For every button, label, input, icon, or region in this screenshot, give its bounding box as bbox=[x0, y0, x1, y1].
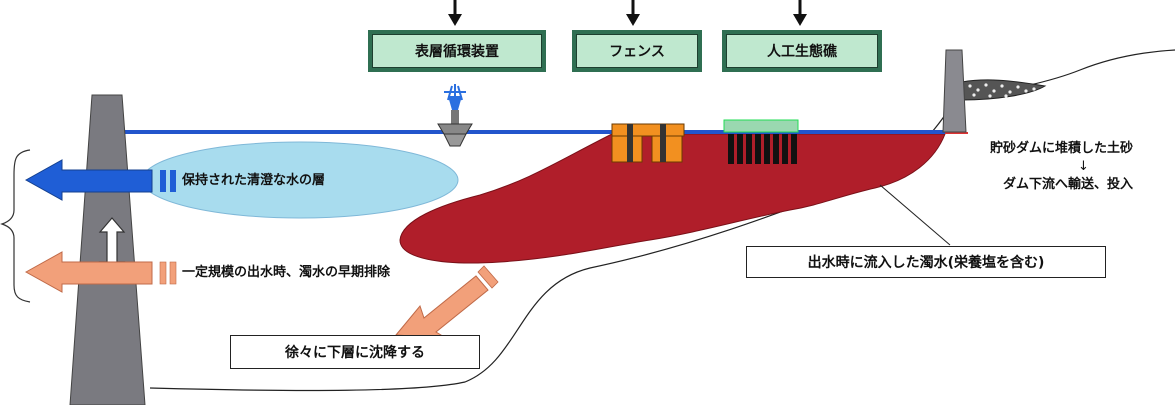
settling-arrow bbox=[394, 265, 499, 339]
sediment-arrow: ↓ bbox=[1078, 159, 1089, 174]
left-brace bbox=[0, 149, 31, 303]
facility-artificial-reef: 人工生態礁 bbox=[722, 30, 882, 72]
discharge-arrow bbox=[24, 251, 177, 293]
sediment-deposit bbox=[961, 79, 1047, 101]
facility-arrow-1 bbox=[448, 0, 462, 26]
facility-arrow-3 bbox=[793, 0, 807, 26]
sediment-dots bbox=[968, 83, 1036, 98]
facility-label: フェンス bbox=[576, 34, 698, 68]
turbid-water-body bbox=[399, 133, 946, 264]
facility-label: 人工生態礁 bbox=[726, 34, 878, 68]
settle-box: 徐々に下層に沈降する bbox=[230, 335, 480, 369]
surface-circulation-device-icon bbox=[437, 84, 473, 147]
sediment-line-1: 貯砂ダムに堆積した土砂 bbox=[990, 141, 1134, 156]
turbid-inflow-box: 出水時に流入した濁水(栄養塩を含む) bbox=[746, 246, 1106, 278]
turbid-leader-line bbox=[879, 184, 951, 246]
fence-icon bbox=[611, 123, 685, 163]
clear-layer-label: 保持された清澄な水の層 bbox=[182, 173, 326, 188]
check-dam bbox=[942, 49, 967, 133]
discharge-label: 一定規模の出水時、濁水の早期排除 bbox=[182, 265, 391, 280]
facility-label: 表層循環装置 bbox=[372, 34, 542, 68]
outflow-arrow bbox=[24, 159, 176, 201]
facility-fence: フェンス bbox=[572, 30, 702, 72]
sediment-line-2: ダム下流へ輸送、投入 bbox=[1003, 177, 1134, 192]
artificial-reef-icon bbox=[723, 119, 799, 164]
facility-arrow-2 bbox=[626, 0, 640, 26]
facility-surface-circulation: 表層循環装置 bbox=[368, 30, 546, 72]
